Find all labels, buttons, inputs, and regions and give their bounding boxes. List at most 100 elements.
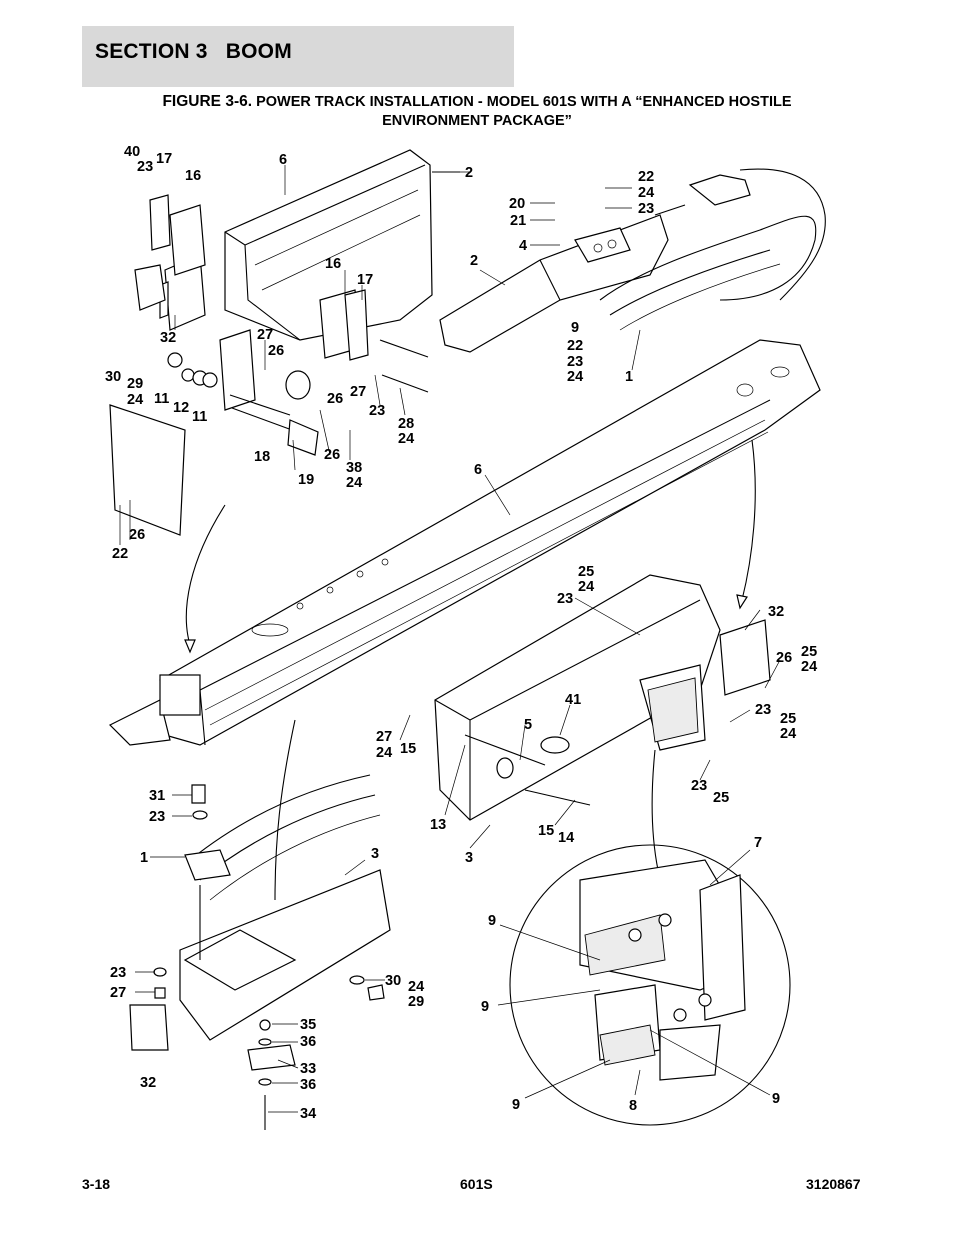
callout-2: 2 [470, 253, 478, 269]
callout-3: 3 [465, 850, 473, 866]
callout-19: 19 [298, 472, 314, 488]
callout-25: 25 [713, 790, 729, 806]
callout-36: 36 [300, 1034, 316, 1050]
callout-24: 24 [398, 431, 414, 447]
section-title: SECTION 3 BOOM [95, 40, 292, 63]
callout-15: 15 [400, 741, 416, 757]
callout-38: 38 [346, 460, 362, 476]
callout-28: 28 [398, 416, 414, 432]
callout-24: 24 [567, 369, 583, 385]
callout-5: 5 [524, 717, 532, 733]
callout-30: 30 [385, 973, 401, 989]
callout-27: 27 [257, 327, 273, 343]
callout-21: 21 [510, 213, 526, 229]
bracket-assembly [109, 329, 319, 536]
callout-26: 26 [324, 447, 340, 463]
callout-9: 9 [488, 913, 496, 929]
boom-assembly-mid-right [434, 574, 771, 871]
callout-13: 13 [430, 817, 446, 833]
callout-36: 36 [300, 1077, 316, 1093]
callout-24: 24 [638, 185, 654, 201]
callout-23: 23 [755, 702, 771, 718]
callout-24: 24 [578, 579, 594, 595]
callout-26: 26 [268, 343, 284, 359]
callout-27: 27 [376, 729, 392, 745]
figure-title-line1: POWER TRACK INSTALLATION - MODEL 601S WI… [256, 94, 792, 110]
callout-32: 32 [768, 604, 784, 620]
callout-23: 23 [567, 354, 583, 370]
callout-1: 1 [140, 850, 148, 866]
callout-6: 6 [474, 462, 482, 478]
callout-labels: 40 23 17 16 6 2 22 24 20 23 21 4 2 16 17… [105, 144, 817, 1122]
boom-track-upper-right [439, 168, 826, 353]
callout-11: 11 [154, 391, 169, 407]
callout-27: 27 [350, 384, 366, 400]
callout-9: 9 [481, 999, 489, 1015]
callout-23: 23 [557, 591, 573, 607]
footer-model: 601S [460, 1176, 493, 1192]
callout-17: 17 [156, 151, 172, 167]
callout-29: 29 [127, 376, 143, 392]
callout-24: 24 [346, 475, 362, 491]
callout-18: 18 [254, 449, 270, 465]
callout-41: 41 [565, 692, 581, 708]
callout-16: 16 [325, 256, 341, 272]
callout-22: 22 [567, 338, 583, 354]
callout-15: 15 [538, 823, 554, 839]
callout-25: 25 [578, 564, 594, 580]
callout-14: 14 [558, 830, 574, 846]
callout-20: 20 [509, 196, 525, 212]
callout-9: 9 [512, 1097, 520, 1113]
callout-24: 24 [408, 979, 424, 995]
detail-circle [509, 844, 791, 1126]
callout-22: 22 [638, 169, 654, 185]
callout-32: 32 [140, 1075, 156, 1091]
callout-23: 23 [691, 778, 707, 794]
callout-29: 29 [408, 994, 424, 1010]
callout-30: 30 [105, 369, 121, 385]
callout-7: 7 [754, 835, 762, 851]
callout-6: 6 [279, 152, 287, 168]
callout-11: 11 [192, 409, 207, 425]
power-track-lower-left [129, 774, 391, 1130]
callout-3: 3 [371, 846, 379, 862]
callout-31: 31 [149, 788, 165, 804]
figure-label: FIGURE 3-6. [162, 93, 253, 110]
callout-8: 8 [629, 1098, 637, 1114]
callout-16: 16 [185, 168, 201, 184]
leader-lines [119, 165, 781, 1113]
callout-23: 23 [369, 403, 385, 419]
figure-caption: FIGURE 3-6. POWER TRACK INSTALLATION - M… [82, 92, 872, 131]
callout-17: 17 [357, 272, 373, 288]
callout-12: 12 [173, 400, 189, 416]
callout-23: 23 [110, 965, 126, 981]
callout-9: 9 [772, 1091, 780, 1107]
callout-32: 32 [160, 330, 176, 346]
callout-1: 1 [625, 369, 633, 385]
callout-34: 34 [300, 1106, 316, 1122]
figure-title-line2: ENVIRONMENT PACKAGE” [382, 113, 572, 129]
boom-section-upper-left [134, 149, 460, 393]
callout-26: 26 [129, 527, 145, 543]
footer-page-number: 3-18 [82, 1176, 111, 1192]
callout-35: 35 [300, 1017, 316, 1033]
callout-23: 23 [638, 201, 654, 217]
callout-24: 24 [801, 659, 817, 675]
callout-23: 23 [137, 159, 153, 175]
callout-9: 9 [571, 320, 579, 336]
callout-24: 24 [127, 392, 143, 408]
callout-33: 33 [300, 1061, 316, 1077]
callout-2: 2 [465, 165, 473, 181]
section-header-bar: SECTION 3 BOOM [82, 26, 514, 87]
callout-26: 26 [776, 650, 792, 666]
parts-drawing: 40 23 17 16 6 2 22 24 20 23 21 4 2 16 17… [105, 144, 826, 1130]
callout-25: 25 [801, 644, 817, 660]
callout-24: 24 [376, 745, 392, 761]
main-boom [108, 339, 821, 901]
callout-24: 24 [780, 726, 796, 742]
callout-22: 22 [112, 546, 128, 562]
callout-26: 26 [327, 391, 343, 407]
footer-doc-number: 3120867 [806, 1176, 861, 1192]
callout-40: 40 [124, 144, 140, 160]
callout-25: 25 [780, 711, 796, 727]
